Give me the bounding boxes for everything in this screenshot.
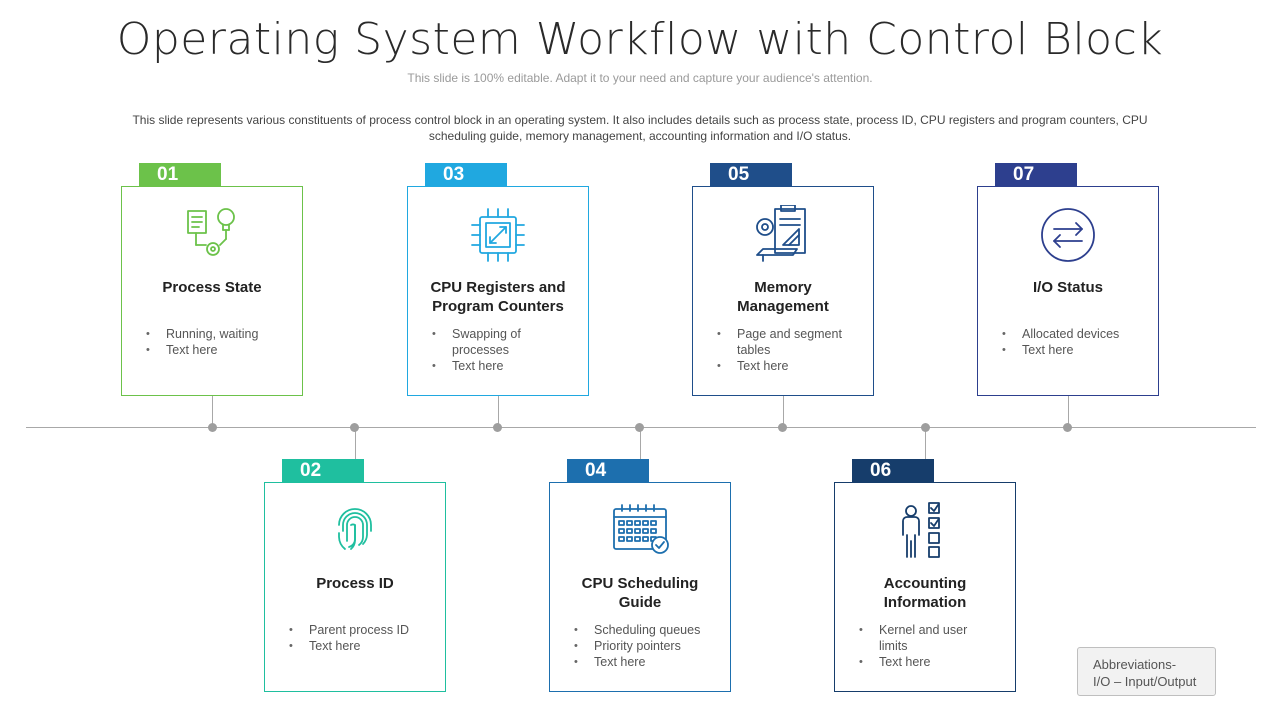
- cpu-chip-icon: [468, 205, 528, 265]
- fingerprint-icon: [325, 501, 385, 561]
- step-bullet: Allocated devices: [1002, 326, 1132, 342]
- step-bullet: Text here: [574, 654, 704, 670]
- step-bullet: Kernel and user limits: [859, 622, 989, 654]
- step-bullet: Text here: [289, 638, 419, 654]
- step-bullet: Parent process ID: [289, 622, 419, 638]
- slide-description: This slide represents various constituen…: [132, 113, 1148, 143]
- step-bullet: Scheduling queues: [574, 622, 704, 638]
- step-card: Process ID Parent process IDText here: [264, 482, 446, 692]
- step-title: Accounting Information: [883, 575, 967, 611]
- timeline-dot: [1063, 423, 1072, 432]
- calendar-check-icon: [610, 501, 670, 561]
- step-bullet: Text here: [717, 358, 847, 374]
- step-card: I/O StatusAllocated devicesText here: [977, 186, 1159, 396]
- timeline-dot: [350, 423, 359, 432]
- slide-title: Operating System Workflow with Control B…: [116, 14, 1164, 65]
- person-checklist-icon: [895, 501, 955, 561]
- timeline-dot: [635, 423, 644, 432]
- exchange-arrows-icon: [1038, 205, 1098, 265]
- step-card: Process StateRunning, waitingText here: [121, 186, 303, 396]
- step-title: I/O Status: [1032, 279, 1103, 296]
- step-title: Process ID: [316, 575, 394, 592]
- abbreviations-text: I/O – Input/Output: [1093, 674, 1197, 689]
- step-title: CPU Registers and Program Counters: [430, 279, 566, 315]
- step-number-badge: 06: [852, 459, 934, 482]
- timeline-dot: [921, 423, 930, 432]
- step-number-badge: 01: [139, 163, 221, 186]
- step-connector: [355, 427, 356, 482]
- step-bullets: Running, waitingText here: [146, 326, 276, 358]
- timeline-dot: [493, 423, 502, 432]
- step-bullet: Text here: [859, 654, 989, 670]
- step-bullets: Page and segment tablesText here: [717, 326, 847, 374]
- step-connector: [498, 396, 499, 427]
- step-bullet: Running, waiting: [146, 326, 276, 342]
- step-bullet: Page and segment tables: [717, 326, 847, 358]
- step-connector: [1068, 396, 1069, 427]
- step-bullets: Scheduling queuesPriority pointersText h…: [574, 622, 704, 670]
- step-bullets: Allocated devicesText here: [1002, 326, 1132, 358]
- step-connector: [783, 396, 784, 427]
- step-title: CPU Scheduling Guide: [581, 575, 699, 611]
- timeline-dot: [778, 423, 787, 432]
- step-bullet: Text here: [146, 342, 276, 358]
- step-connector: [212, 396, 213, 427]
- slide-subtitle: This slide is 100% editable. Adapt it to…: [407, 71, 873, 85]
- abbreviations-box: Abbreviations- I/O – Input/Output: [1077, 647, 1216, 696]
- step-bullets: Parent process IDText here: [289, 622, 419, 654]
- step-card: CPU Registers and Program CountersSwappi…: [407, 186, 589, 396]
- step-connector: [640, 427, 641, 482]
- step-bullets: Swapping of processesText here: [432, 326, 562, 374]
- blueprint-gear-icon: [753, 204, 813, 265]
- step-bullet: Priority pointers: [574, 638, 704, 654]
- abbreviations-heading: Abbreviations-: [1093, 657, 1177, 672]
- step-card: Memory ManagementPage and segment tables…: [692, 186, 874, 396]
- step-bullet: Text here: [1002, 342, 1132, 358]
- step-title: Process State: [162, 279, 262, 296]
- step-card: CPU Scheduling GuideScheduling queuesPri…: [549, 482, 731, 692]
- step-number-badge: 04: [567, 459, 649, 482]
- step-number-badge: 03: [425, 163, 507, 186]
- step-bullet: Swapping of processes: [432, 326, 562, 358]
- step-number-badge: 07: [995, 163, 1077, 186]
- timeline-dot: [208, 423, 217, 432]
- document-bulb-gear-icon: [182, 205, 242, 265]
- step-title: Memory Management: [737, 279, 829, 315]
- step-connector: [925, 427, 926, 482]
- step-card: Accounting InformationKernel and user li…: [834, 482, 1016, 692]
- step-number-badge: 02: [282, 459, 364, 482]
- step-number-badge: 05: [710, 163, 792, 186]
- step-bullet: Text here: [432, 358, 562, 374]
- step-bullets: Kernel and user limitsText here: [859, 622, 989, 670]
